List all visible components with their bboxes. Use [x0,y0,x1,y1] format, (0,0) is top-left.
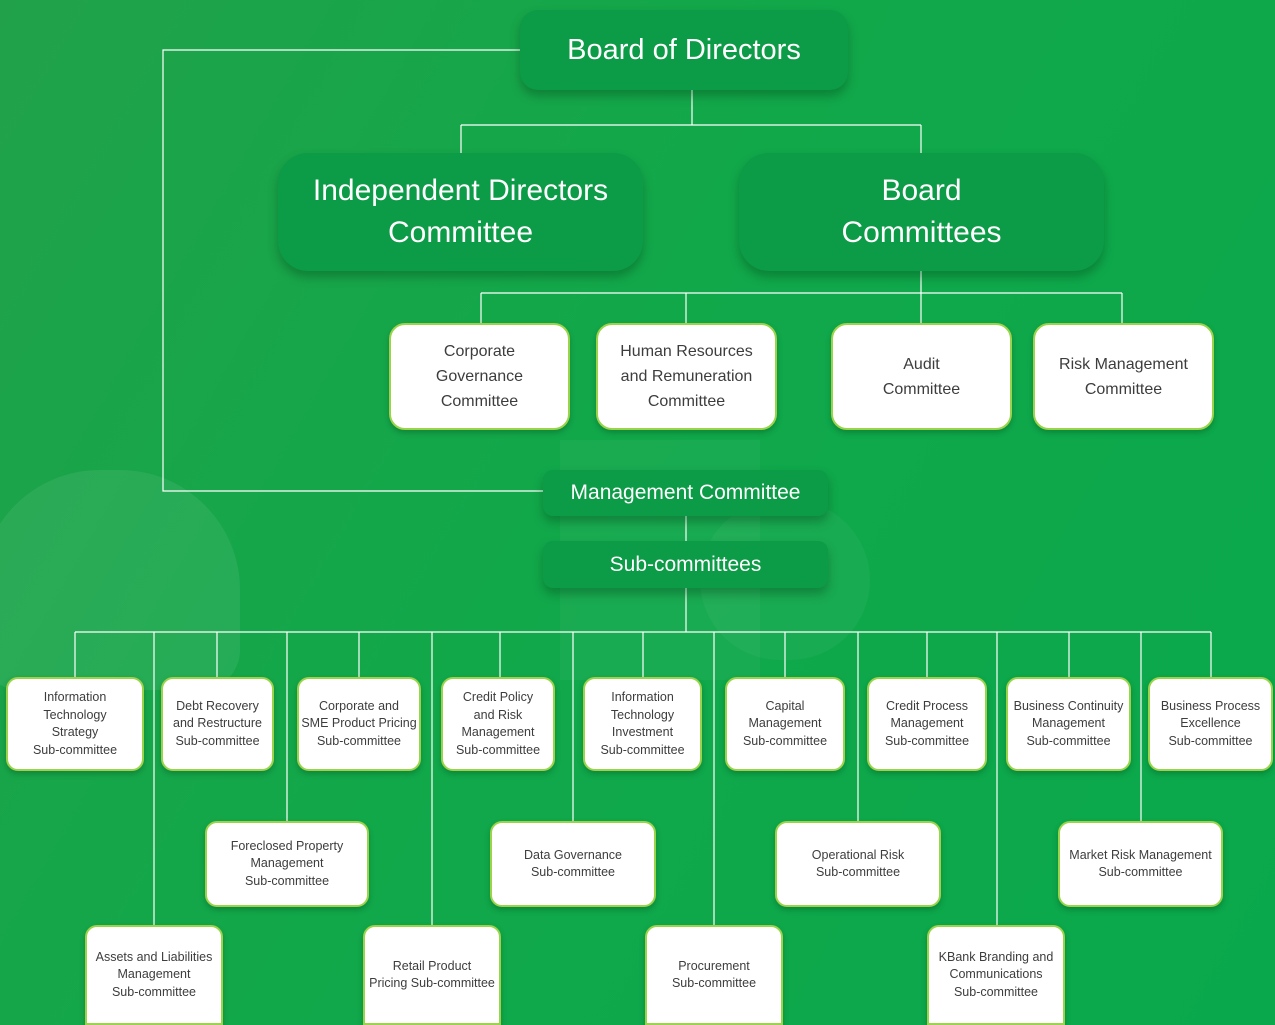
board-committees-label: Board Committees [841,174,1002,249]
data-governance-subcommittee-box: Data Governance Sub-committee [490,821,656,907]
foreclosed-property-subcommittee-box: Foreclosed Property Management Sub-commi… [205,821,369,907]
credit-policy-subcommittee-label: Credit Policy and Risk Management Sub-co… [455,690,541,757]
audit-committee-label: Audit Committee [882,355,961,398]
corporate-governance-committee-box: Corporate Governance Committee [389,323,570,430]
independent-directors-committee-label: Independent Directors Committee [312,174,609,249]
sub-committees-label: Sub-committees [609,552,762,576]
assets-liabilities-subcommittee-box: Assets and Liabilities Management Sub-co… [85,925,223,1025]
assets-liabilities-subcommittee-label: Assets and Liabilities Management Sub-co… [95,949,213,999]
sme-pricing-subcommittee-label: Corporate and SME Product Pricing Sub-co… [301,698,417,748]
it-strategy-subcommittee-label: Information Technology Strategy Sub-comm… [32,690,118,757]
process-excellence-subcommittee-box: Business Process Excellence Sub-committe… [1148,677,1273,771]
human-resources-committee-label: Human Resources and Remuneration Committ… [620,343,753,410]
data-governance-subcommittee-label: Data Governance Sub-committee [524,847,622,880]
kbank-branding-subcommittee-box: KBank Branding and Communications Sub-co… [927,925,1065,1025]
sme-pricing-subcommittee-box: Corporate and SME Product Pricing Sub-co… [297,677,421,771]
it-investment-subcommittee-label: Information Technology Investment Sub-co… [600,690,685,757]
audit-committee-box: Audit Committee [831,323,1012,430]
credit-process-subcommittee-box: Credit Process Management Sub-committee [867,677,987,771]
credit-policy-subcommittee-box: Credit Policy and Risk Management Sub-co… [441,677,555,771]
foreclosed-property-subcommittee-label: Foreclosed Property Management Sub-commi… [230,838,344,888]
retail-pricing-subcommittee-label: Retail Product Pricing Sub-committee [369,958,495,991]
management-committee-box: Management Committee [543,470,828,516]
capital-management-subcommittee-box: Capital Management Sub-committee [725,677,845,771]
market-risk-subcommittee-label: Market Risk Management Sub-committee [1069,847,1212,880]
procurement-subcommittee-label: Procurement Sub-committee [671,958,757,991]
human-resources-committee-box: Human Resources and Remuneration Committ… [596,323,777,430]
debt-recovery-subcommittee-box: Debt Recovery and Restructure Sub-commit… [161,677,274,771]
independent-directors-committee-box: Independent Directors Committee [278,153,643,271]
capital-management-subcommittee-label: Capital Management Sub-committee [742,698,828,748]
board-of-directors-box: Board of Directors [520,10,848,90]
business-continuity-subcommittee-label: Business Continuity Management Sub-commi… [1013,698,1124,748]
debt-recovery-subcommittee-label: Debt Recovery and Restructure Sub-commit… [173,698,262,748]
retail-pricing-subcommittee-box: Retail Product Pricing Sub-committee [363,925,501,1025]
operational-risk-subcommittee-label: Operational Risk Sub-committee [811,847,905,880]
market-risk-subcommittee-box: Market Risk Management Sub-committee [1058,821,1223,907]
risk-management-committee-box: Risk Management Committee [1033,323,1214,430]
it-strategy-subcommittee-box: Information Technology Strategy Sub-comm… [6,677,144,771]
board-management-link [162,49,545,492]
sub-committees-box: Sub-committees [543,541,828,588]
board-of-directors-label: Board of Directors [567,33,801,66]
business-continuity-subcommittee-box: Business Continuity Management Sub-commi… [1006,677,1131,771]
credit-process-subcommittee-label: Credit Process Management Sub-committee [884,698,970,748]
it-investment-subcommittee-box: Information Technology Investment Sub-co… [583,677,702,771]
operational-risk-subcommittee-box: Operational Risk Sub-committee [775,821,941,907]
kbank-branding-subcommittee-label: KBank Branding and Communications Sub-co… [938,949,1054,999]
management-committee-label: Management Committee [570,481,801,504]
procurement-subcommittee-box: Procurement Sub-committee [645,925,783,1025]
board-committees-box: Board Committees [739,153,1104,271]
process-excellence-subcommittee-label: Business Process Excellence Sub-committe… [1160,698,1261,748]
corporate-governance-committee-label: Corporate Governance Committee [435,343,524,410]
risk-management-committee-label: Risk Management Committee [1059,355,1188,398]
